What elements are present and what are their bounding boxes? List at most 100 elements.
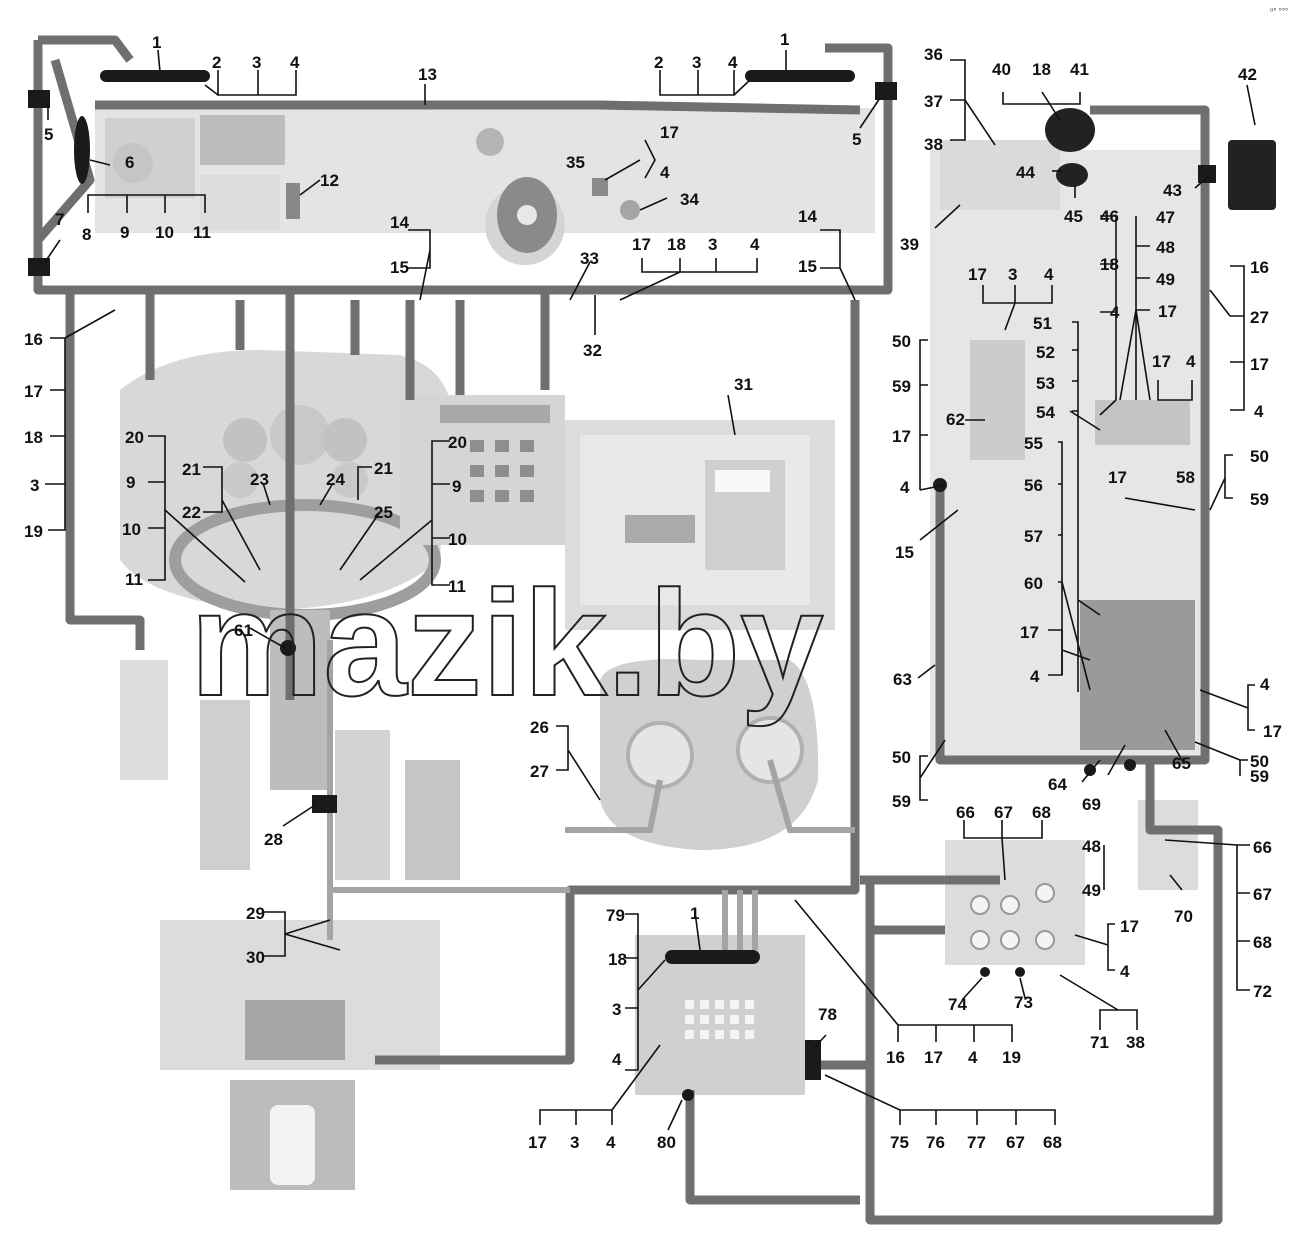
callout: 39 [900,235,919,254]
callout: 59 [1250,490,1269,509]
callout: 16 [886,1048,905,1067]
component-12 [286,183,300,219]
callout: 50 [892,748,911,767]
callout: 3 [1008,265,1017,284]
callout: 45 [1064,207,1083,226]
connector-61 [280,640,296,656]
callout: 17 [1263,722,1282,741]
callout: 77 [967,1133,986,1152]
callout: 2 [654,53,663,72]
callout: 13 [418,65,437,84]
component-35 [592,178,608,196]
callout: 17 [892,427,911,446]
left-box [120,660,168,780]
callout: 17 [1152,352,1171,371]
callout: 65 [1172,754,1191,773]
callout: 50 [1250,752,1269,771]
callout: 17 [1108,468,1127,487]
callout: 4 [290,53,300,72]
callout: 15 [390,258,409,277]
roof-harness-front [38,35,134,63]
callout: 32 [583,341,602,360]
component-62 [970,340,1025,460]
callout: 61 [234,621,253,640]
roof-unit-2-3-4 [200,115,285,165]
callout: 16 [24,330,43,349]
callout: 34 [680,190,699,209]
callout: 27 [1250,308,1269,327]
callout: 4 [750,235,760,254]
callout: 67 [1006,1133,1025,1152]
callout: 80 [657,1133,676,1152]
thin-wires [327,640,855,950]
roof-harness-13 [33,40,893,295]
callout: 48 [1156,238,1175,257]
connector-5-right [875,82,897,100]
callout: 69 [1082,795,1101,814]
socket-panel-holes [970,883,1055,950]
callout: 75 [890,1133,909,1152]
callout: 18 [608,950,627,969]
callout: 64 [1048,775,1067,794]
callout: 40 [992,60,1011,79]
callout: 58 [1176,468,1195,487]
cab-background-components [95,108,1276,1190]
callout: 48 [1082,837,1101,856]
connector-69 [1124,759,1136,771]
callout: 74 [948,995,967,1014]
wire-fuse-top [722,890,758,950]
callout: 24 [326,470,345,489]
connector-78 [805,1040,821,1080]
roof-harness-top [95,100,861,115]
connector-74 [980,967,990,977]
left-pedal [200,700,250,870]
component-44 [1045,108,1095,152]
callout: 49 [1156,270,1175,289]
callout: 38 [924,135,943,154]
console-31-screen [715,470,770,492]
callout: 11 [125,570,143,589]
callout: 10 [122,520,141,539]
callout: 4 [612,1050,622,1069]
callout: 17 [924,1048,943,1067]
callout: 62 [946,410,965,429]
callout: 11 [193,223,211,242]
callout: 70 [1174,907,1193,926]
wire-speaker-right [767,759,855,833]
connector-4-left [933,478,947,492]
roof-switch-block [200,175,280,230]
connector-5-left [28,90,50,108]
callout: 9 [120,223,129,242]
callout: 30 [246,948,265,967]
callout: 17 [632,235,651,254]
callout: 55 [1024,434,1043,453]
callout: 68 [1043,1133,1062,1152]
callout: 47 [1156,208,1175,227]
callout: 59 [892,792,911,811]
callout: 66 [956,803,975,822]
callout: 28 [264,830,283,849]
callout: 29 [246,904,265,923]
callout: 4 [1186,352,1196,371]
connector-43 [1198,165,1216,183]
callout: 4 [606,1133,616,1152]
callout: 3 [612,1000,621,1019]
callout: 1 [780,30,789,49]
gauge-1 [223,418,267,462]
callout: 4 [1260,675,1270,694]
leader-lines [44,49,1256,1131]
speaker-left [626,721,694,789]
connector-6 [74,116,90,184]
callout: 54 [1036,403,1055,422]
callout-labels: 1 2 3 4 13 5 6 7 8 9 10 11 12 1 2 3 4 5 … [24,30,1282,1152]
callout: 1 [690,904,699,923]
callout: 76 [926,1133,945,1152]
callout: 10 [448,530,467,549]
callout: 21 [182,460,201,479]
callout: 3 [30,476,39,495]
callout: 7 [55,210,64,229]
callout: 38 [1126,1033,1145,1052]
callout: 59 [1250,767,1269,786]
component-45 [1056,163,1088,187]
callout: 71 [1090,1033,1109,1052]
